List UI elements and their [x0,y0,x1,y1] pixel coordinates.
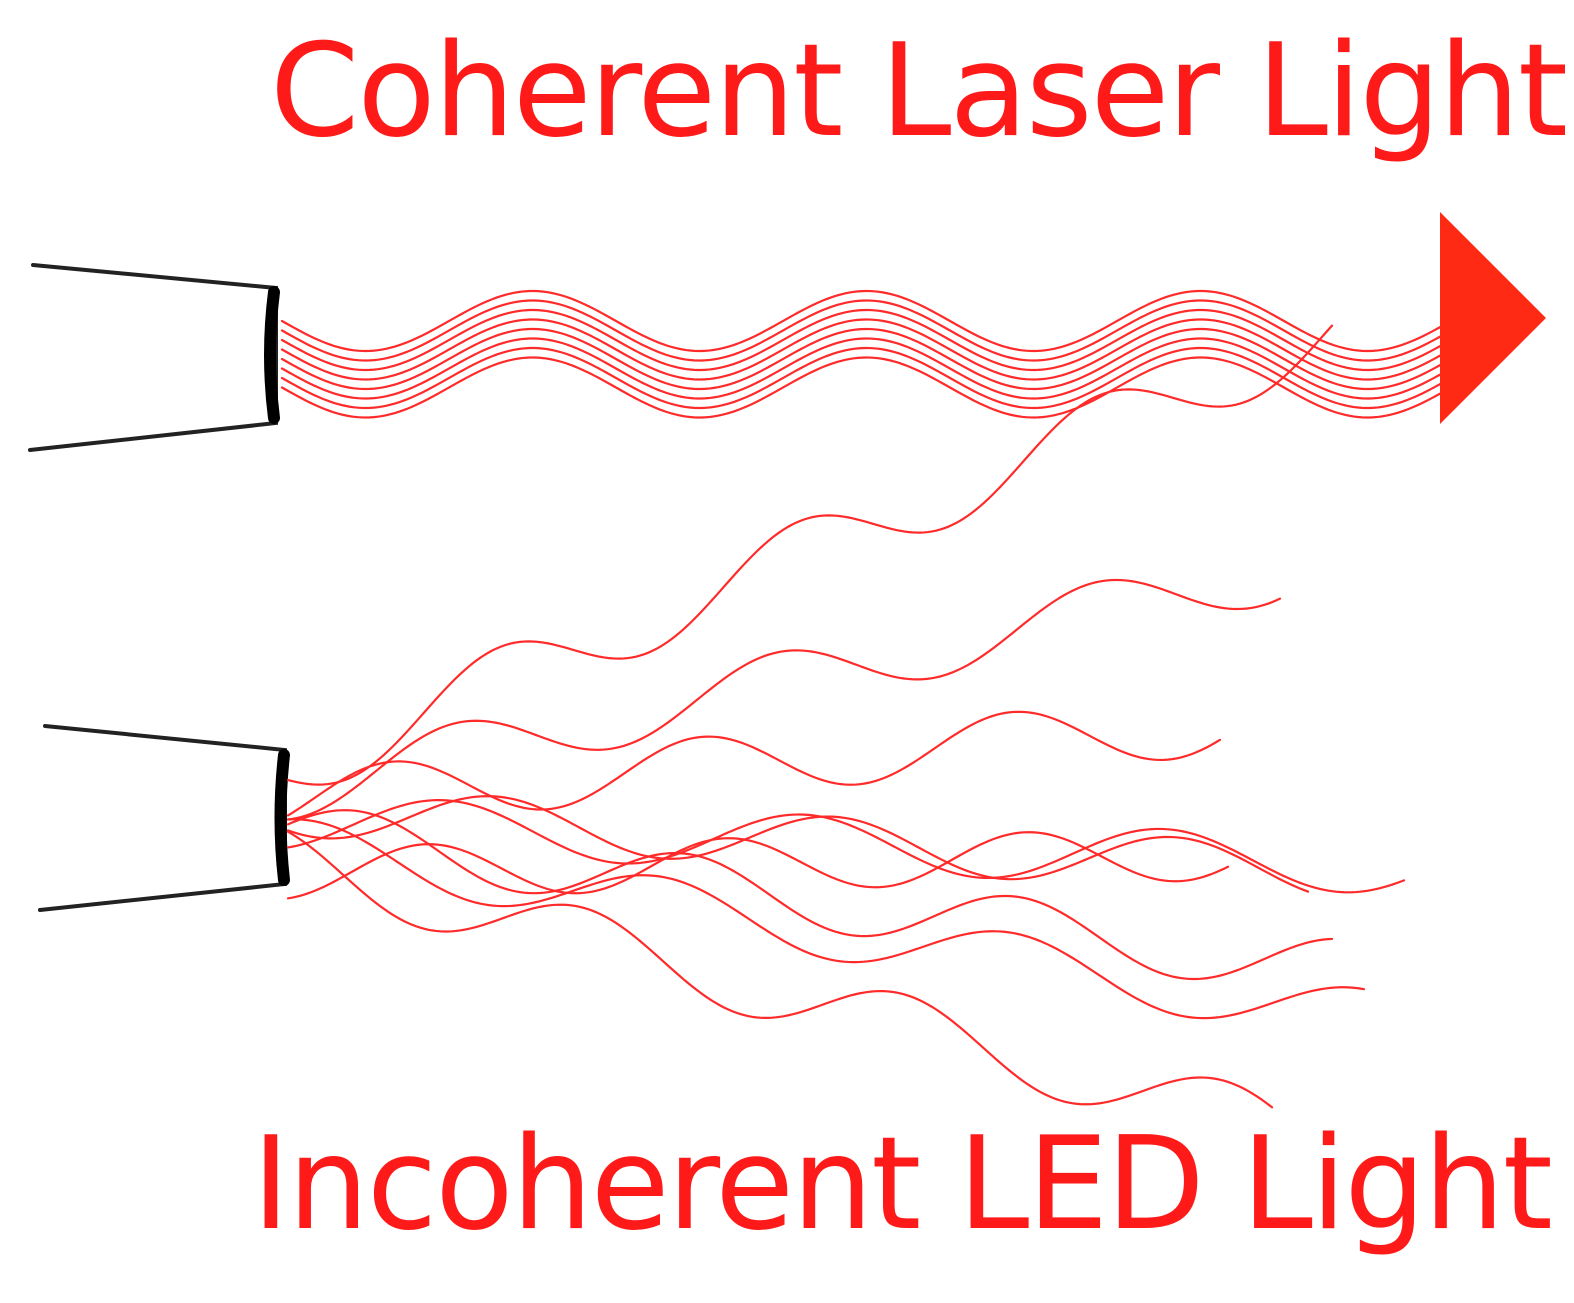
incoherent-wave [286,831,1230,900]
coherent-wave [280,289,1444,353]
coherent-wave [280,327,1444,391]
laser-aperture [264,286,280,424]
laser-housing-outline [28,263,278,452]
laser-source [28,263,280,452]
incoherent-led-light-label: Incoherent LED Light [252,1110,1551,1259]
incoherent-wave [286,578,1282,821]
coherent-wave [280,356,1444,419]
arrowhead-icon [1440,212,1546,424]
coherent-wave-bundle [280,289,1444,419]
coherent-wave [280,337,1444,400]
incoherent-wave [286,818,1366,1020]
led-housing-outline [38,724,287,912]
coherent-wave [280,346,1444,410]
coherent-wave [280,299,1444,362]
coherent-laser-light-label: Coherent Laser Light [270,17,1566,166]
incoherent-wave [286,324,1334,786]
incoherent-wave [286,830,1274,1109]
led-source [38,724,290,912]
incoherent-wave-bundle [286,324,1406,1109]
incoherent-wave [286,809,1334,981]
led-aperture [274,749,290,886]
coherent-wave [280,318,1444,381]
incoherent-wave [286,799,1406,894]
coherent-wave [280,308,1444,372]
incoherent-wave [286,795,1310,893]
incoherent-wave [286,710,1222,817]
